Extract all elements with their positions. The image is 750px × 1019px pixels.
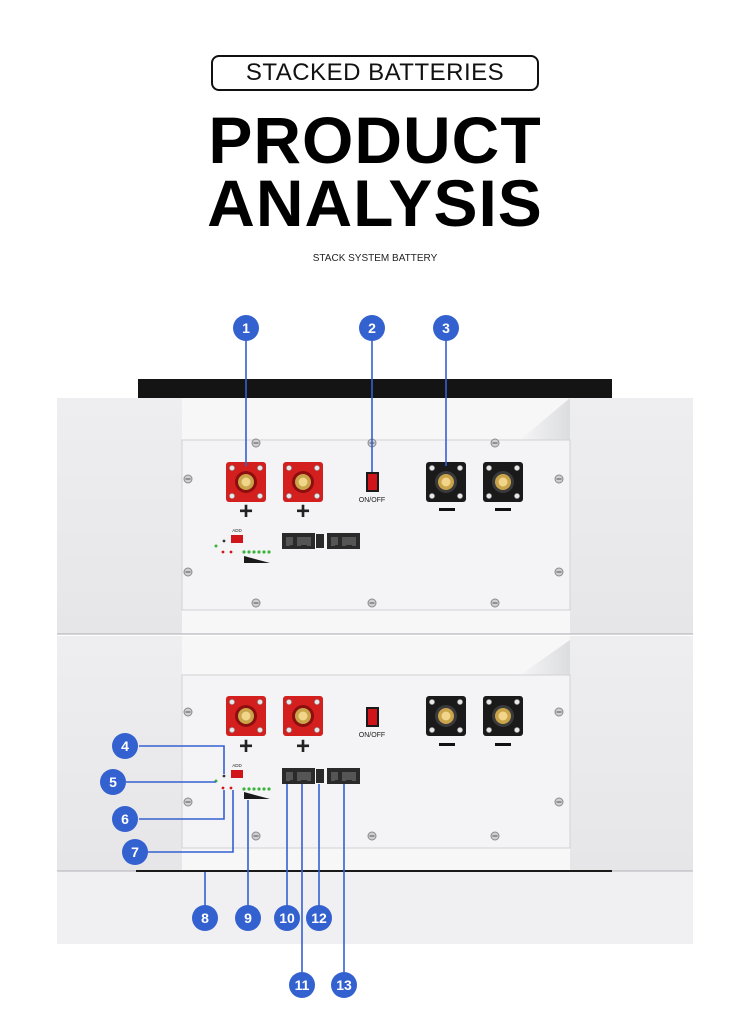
plus-sign: + [239, 498, 253, 525]
svg-text:11: 11 [295, 977, 310, 993]
callout-13: 13 [331, 972, 357, 998]
svg-text:7: 7 [131, 844, 139, 860]
callout-1: 1 [233, 315, 259, 341]
callout-11: 11 [289, 972, 315, 998]
minus-sign-bar [439, 743, 455, 746]
add-label: ADD [232, 528, 242, 533]
power-switch[interactable] [366, 472, 379, 492]
callout-lines [126, 340, 447, 972]
callout-10: 10 [274, 905, 300, 931]
svg-text:12: 12 [311, 910, 327, 926]
svg-text:5: 5 [109, 774, 117, 790]
soc-indicator-leds [242, 787, 271, 791]
power-switch[interactable] [366, 707, 379, 727]
plus-sign: + [296, 733, 310, 760]
callout-8: 8 [192, 905, 218, 931]
battery-top-cover [138, 379, 612, 399]
negative-terminal-2 [482, 461, 524, 503]
svg-text:13: 13 [336, 977, 352, 993]
svg-text:9: 9 [244, 910, 252, 926]
stacked-batteries-badge: STACKED BATTERIES [211, 55, 539, 91]
switch-label: ON/OFF [359, 732, 385, 739]
dip-switch[interactable] [231, 535, 243, 543]
add-label: ADD [232, 763, 242, 768]
battery-base [57, 872, 693, 944]
soc-indicator-leds [242, 550, 271, 554]
svg-text:4: 4 [121, 738, 129, 754]
callout-3: 3 [433, 315, 459, 341]
positive-terminal-1 [225, 461, 267, 503]
title-line-2: ANALYSIS [207, 166, 543, 240]
minus-sign-bar [439, 508, 455, 511]
svg-text:6: 6 [121, 811, 129, 827]
dip-switch[interactable] [231, 770, 243, 778]
minus-sign-bar [495, 743, 511, 746]
positive-terminal-2 [282, 461, 324, 503]
svg-text:8: 8 [201, 910, 209, 926]
callout-12: 12 [306, 905, 332, 931]
upper-battery-module [57, 398, 693, 635]
negative-terminal-1 [425, 461, 467, 503]
callout-7: 7 [122, 839, 148, 865]
callout-5: 5 [100, 769, 126, 795]
minus-sign-bar [495, 508, 511, 511]
svg-text:1: 1 [242, 320, 250, 336]
callout-2: 2 [359, 315, 385, 341]
callout-4: 4 [112, 733, 138, 759]
switch-label: ON/OFF [359, 497, 385, 504]
plus-sign: + [239, 733, 253, 760]
svg-text:2: 2 [368, 320, 376, 336]
svg-text:3: 3 [442, 320, 450, 336]
callout-6: 6 [112, 806, 138, 832]
plus-sign: + [296, 498, 310, 525]
subtitle: STACK SYSTEM BATTERY [312, 253, 438, 264]
svg-text:10: 10 [279, 910, 295, 926]
callout-9: 9 [235, 905, 261, 931]
title-line-1: PRODUCT [208, 103, 542, 177]
